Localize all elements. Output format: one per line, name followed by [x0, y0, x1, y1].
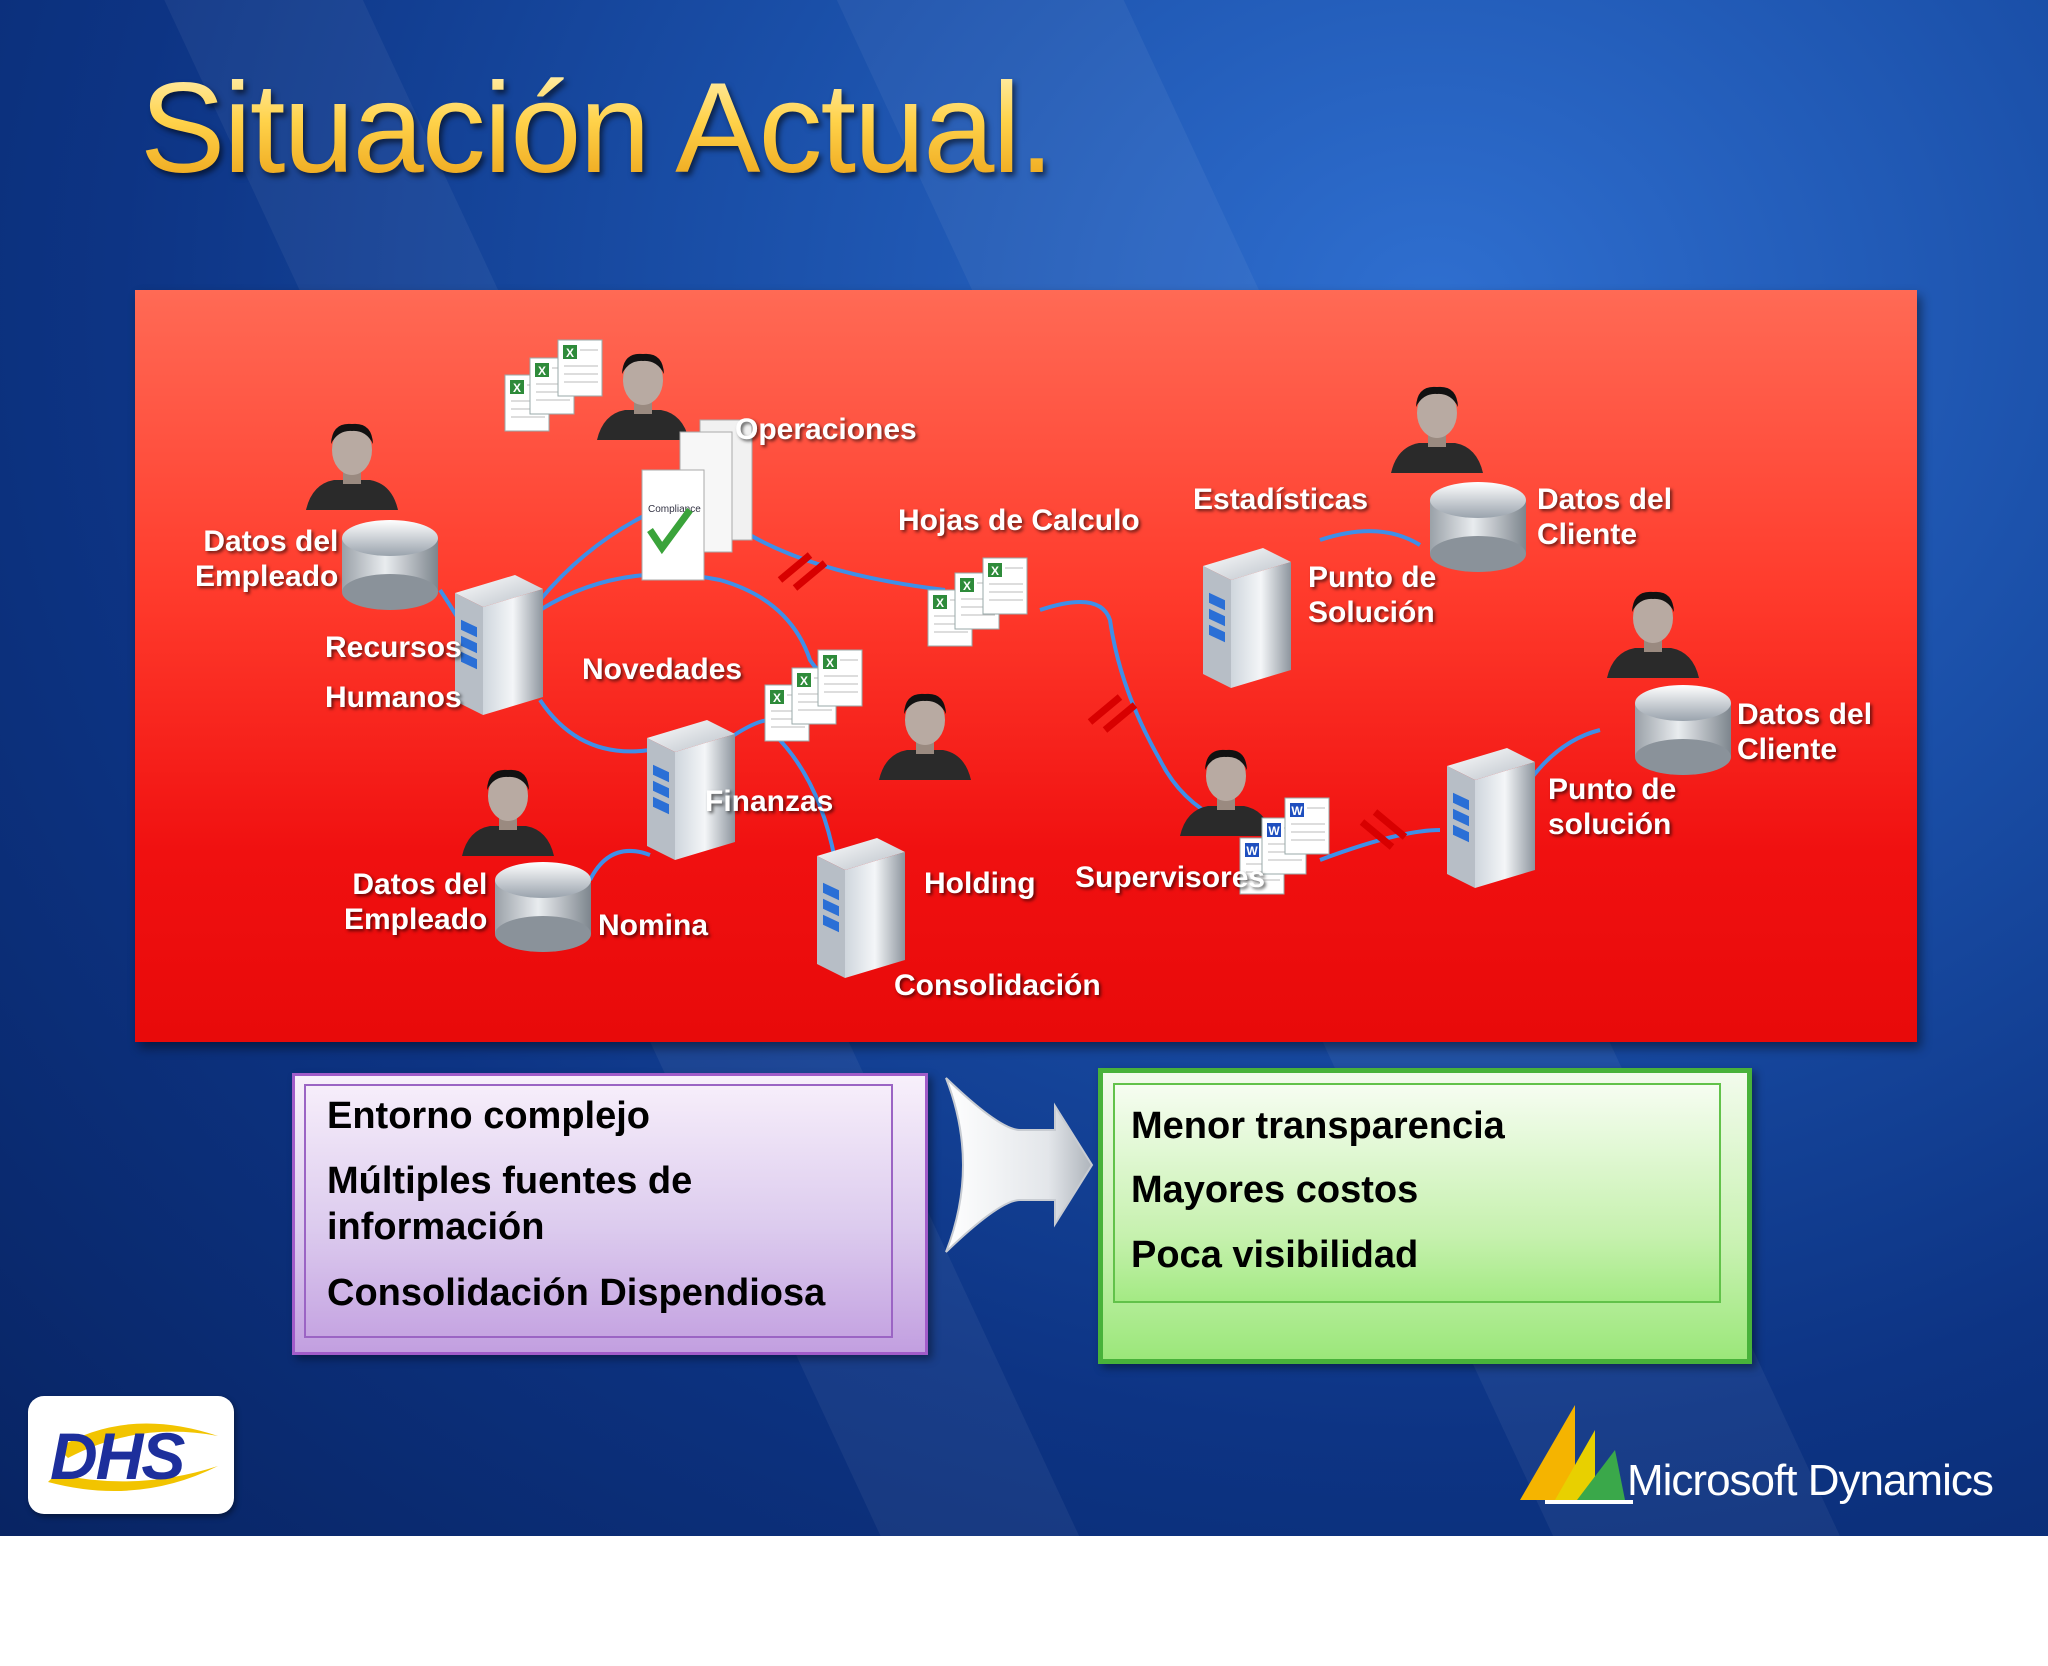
- spreadsheet-stack-hojas: [927, 557, 1028, 647]
- arrow-right-icon: [945, 1077, 1094, 1253]
- label-recursos: Recursos: [325, 631, 462, 664]
- label-novedades: Novedades: [582, 653, 743, 686]
- break-marks: [777, 552, 1408, 850]
- causes-box-inner: [304, 1084, 893, 1338]
- dhs-swoosh-icon: [48, 1423, 218, 1491]
- label-consolidacion: Consolidación: [894, 969, 1101, 1002]
- person-operaciones-man: [597, 353, 689, 440]
- causes-box: Entorno complejo Múltiples fuentes de in…: [292, 1073, 928, 1355]
- label-operaciones: Operaciones: [735, 413, 917, 446]
- effects-box-inner: [1113, 1083, 1721, 1303]
- effect-item: Menor transparencia: [1131, 1105, 1505, 1147]
- effect-item: Mayores costos: [1131, 1169, 1419, 1211]
- label-datos-empleado: Datos del Empleado: [195, 525, 339, 593]
- effect-item: Poca visibilidad: [1131, 1234, 1419, 1276]
- label-hojas-de-calculo: Hojas de Calculo: [898, 504, 1140, 537]
- label-datos-empleado-nomina: Datos del Empleado: [344, 868, 488, 936]
- diagram-graphics: X W: [306, 339, 1731, 978]
- microsoft-dynamics-logo-text: Microsoft Dynamics: [1627, 1456, 1994, 1505]
- label-estadisticas: Estadísticas: [1193, 483, 1369, 516]
- server-estadisticas: [1203, 548, 1291, 688]
- person-employee-woman: [306, 423, 398, 510]
- label-finanzas: Finanzas: [705, 785, 834, 818]
- database-datos-empleado-nomina: [495, 862, 591, 952]
- person-finanzas-man: [879, 693, 971, 780]
- person-nomina-woman: [462, 769, 554, 856]
- dhs-logo: DHS: [28, 1396, 234, 1514]
- spreadsheet-stack-operaciones: [504, 339, 603, 432]
- microsoft-dynamics-logo-icon: [1520, 1405, 1633, 1504]
- database-datos-empleado: [342, 520, 438, 610]
- label-punto-de-solucion: Punto de Solución: [1308, 561, 1437, 629]
- server-punto-solucion: [1447, 748, 1535, 888]
- database-datos-cliente: [1430, 482, 1526, 572]
- label-humanos: Humanos: [325, 681, 462, 714]
- slide-title: Situación Actual.: [140, 57, 1054, 200]
- server-recursos-humanos: [455, 575, 543, 715]
- person-supervisores-man: [1180, 749, 1272, 836]
- database-datos-cliente-2: [1635, 685, 1731, 775]
- cause-item: Entorno complejo: [327, 1095, 650, 1137]
- server-holding: [817, 838, 905, 978]
- cause-item: Múltiples fuentes de información: [327, 1160, 693, 1248]
- person-cliente-woman: [1607, 591, 1699, 678]
- label-nomina: Nomina: [598, 909, 709, 942]
- effects-box: Menor transparencia Mayores costos Poca …: [1098, 1068, 1752, 1364]
- dhs-logo-text: DHS: [50, 1419, 185, 1493]
- label-holding: Holding: [924, 867, 1036, 900]
- cause-item: Consolidación Dispendiosa: [327, 1272, 826, 1314]
- compliance-document-icon: Compliance: [641, 419, 753, 581]
- compliance-doc-text: Compliance: [648, 504, 701, 515]
- label-punto-de-solucion-2: Punto de solución: [1548, 773, 1677, 841]
- label-datos-del-cliente-2: Datos del Cliente: [1737, 698, 1873, 766]
- label-supervisores: Supervisores: [1075, 861, 1266, 894]
- label-datos-del-cliente: Datos del Cliente: [1537, 483, 1673, 551]
- person-estadisticas-man: [1391, 386, 1483, 473]
